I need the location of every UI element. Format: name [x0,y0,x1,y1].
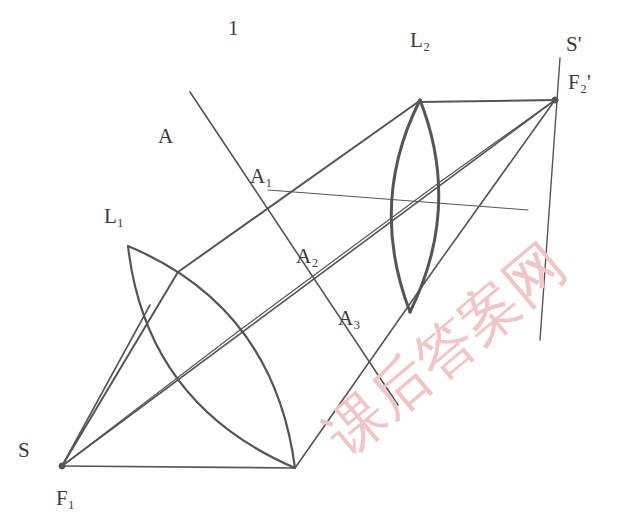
lens-outline [391,100,420,312]
point-label: A₁ [250,166,273,187]
lens-outline [410,100,439,312]
point-label: S' [566,34,581,55]
point-label: F₁ [56,488,75,509]
point-label: F₂' [568,72,591,93]
lens-label: L₂ [410,30,430,51]
point-dot [552,97,558,103]
lens-label: L₁ [104,206,124,227]
figure-number: 1 [228,18,239,39]
lens-outline [128,246,295,468]
point-label: S [18,440,30,461]
point-dot [59,463,65,469]
watermark: 课后答案网 [315,234,574,465]
ray [268,190,528,210]
ray [62,305,150,466]
plane-label: A [158,126,173,147]
point-label: A₂ [296,246,319,267]
lens-outline [128,246,295,468]
point-label: A₃ [338,308,361,329]
